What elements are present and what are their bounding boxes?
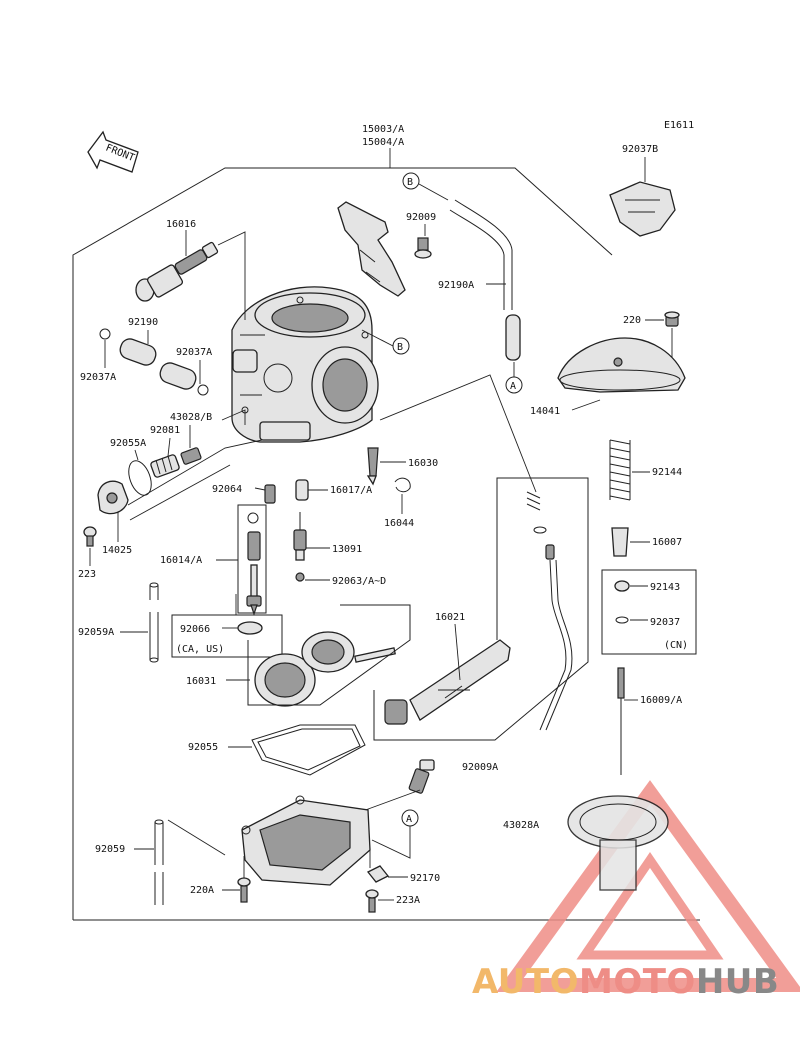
clamp-92037B bbox=[609, 181, 676, 237]
diaphragm-43028A bbox=[567, 795, 669, 891]
watermark-triangle-icon bbox=[496, 780, 800, 992]
pilot-screw-13091 bbox=[293, 512, 307, 561]
diagram-code: E1611 bbox=[664, 120, 694, 131]
callout-16016: 16016 bbox=[166, 219, 196, 230]
callout-92009: 92009 bbox=[406, 212, 436, 223]
callout-16044: 16044 bbox=[384, 518, 414, 529]
watermark-part-hub: HUB bbox=[695, 962, 780, 1002]
callout-92081: 92081 bbox=[150, 425, 180, 436]
ref-bubble-b-top: B bbox=[402, 172, 449, 201]
callout-92059: 92059 bbox=[95, 844, 125, 855]
cover-14025 bbox=[97, 480, 129, 515]
callout-16031: 16031 bbox=[186, 676, 216, 687]
svg-text:B: B bbox=[407, 177, 413, 188]
svg-text:A: A bbox=[406, 814, 412, 825]
hose-92190A bbox=[449, 199, 521, 361]
watermark-part-auto: AUTO bbox=[472, 962, 579, 1002]
callout-43028A: 43028A bbox=[503, 820, 539, 831]
watermark-part-moto: MOTO bbox=[578, 962, 696, 1002]
callout-92190: 92190 bbox=[128, 317, 158, 328]
callout-92066-note: (CA, US) bbox=[176, 644, 224, 655]
float-valve-16030 bbox=[366, 447, 379, 486]
callout-92063: 92063/A~D bbox=[332, 576, 386, 587]
callout-223: 223 bbox=[78, 569, 96, 580]
callout-14025: 14025 bbox=[102, 545, 132, 556]
callout-220A: 220A bbox=[190, 885, 214, 896]
callout-92064: 92064 bbox=[212, 484, 242, 495]
float-bowl bbox=[241, 795, 371, 886]
starter-plunger bbox=[135, 241, 219, 302]
callout-14041: 14041 bbox=[530, 406, 560, 417]
watermark-logo: AUTOMOTOHUB bbox=[472, 962, 792, 1002]
assembly-ref-2: 15004/A bbox=[362, 137, 404, 148]
ref-bubble-b-body: B bbox=[361, 329, 410, 355]
jet-needle-16009A bbox=[617, 667, 625, 775]
callout-92037A-top: 92037A bbox=[176, 347, 212, 358]
callout-92037A-left: 92037A bbox=[80, 372, 116, 383]
assembly-ref-1: 15003/A bbox=[362, 124, 404, 135]
top-cover-14041 bbox=[557, 337, 686, 393]
tube-92190 bbox=[119, 338, 197, 390]
callout-92190A: 92190A bbox=[438, 280, 474, 291]
throttle-valve-16031 bbox=[254, 631, 396, 707]
lever-16021 bbox=[384, 639, 511, 725]
callout-16014A: 16014/A bbox=[160, 555, 202, 566]
needle-jet-assembly bbox=[246, 512, 262, 616]
ref-bubble-a-hose: A bbox=[505, 362, 523, 394]
throttle-bracket bbox=[337, 201, 406, 297]
callout-220: 220 bbox=[623, 315, 641, 326]
callout-16021: 16021 bbox=[435, 612, 465, 623]
callout-cn: (CN) bbox=[664, 640, 688, 651]
assembly-frame bbox=[72, 148, 700, 921]
carburetor-body bbox=[231, 286, 379, 443]
screw-223A bbox=[365, 889, 379, 913]
callout-16007: 16007 bbox=[652, 537, 682, 548]
callout-92059A: 92059A bbox=[78, 627, 114, 638]
screw-92009 bbox=[414, 237, 432, 259]
callout-223A: 223A bbox=[396, 895, 420, 906]
spring-92081 bbox=[150, 447, 202, 478]
callout-92143: 92143 bbox=[650, 582, 680, 593]
callout-16009A: 16009/A bbox=[640, 695, 682, 706]
svg-text:A: A bbox=[510, 381, 516, 392]
callout-16030: 16030 bbox=[408, 458, 438, 469]
svg-text:B: B bbox=[397, 342, 403, 353]
callout-92037: 92037 bbox=[650, 617, 680, 628]
screw-220 bbox=[664, 311, 680, 327]
front-arrow-icon: FRONT bbox=[87, 130, 139, 173]
callout-92066: 92066 bbox=[180, 624, 210, 635]
callout-16017A: 16017/A bbox=[330, 485, 372, 496]
needle-spring bbox=[526, 491, 573, 731]
callout-43028B: 43028/B bbox=[170, 412, 212, 423]
callout-13091: 13091 bbox=[332, 544, 362, 555]
callout-92170: 92170 bbox=[410, 873, 440, 884]
screw-223 bbox=[83, 526, 97, 547]
callout-92144: 92144 bbox=[652, 467, 682, 478]
callout-92055: 92055 bbox=[188, 742, 218, 753]
spring-92144 bbox=[609, 439, 631, 501]
callout-92055A: 92055A bbox=[110, 438, 146, 449]
callout-92009A: 92009A bbox=[462, 762, 498, 773]
ref-bubble-a-bowl: A bbox=[371, 809, 419, 859]
callout-92037B: 92037B bbox=[622, 144, 658, 155]
drain-screw-92009A bbox=[408, 759, 435, 794]
